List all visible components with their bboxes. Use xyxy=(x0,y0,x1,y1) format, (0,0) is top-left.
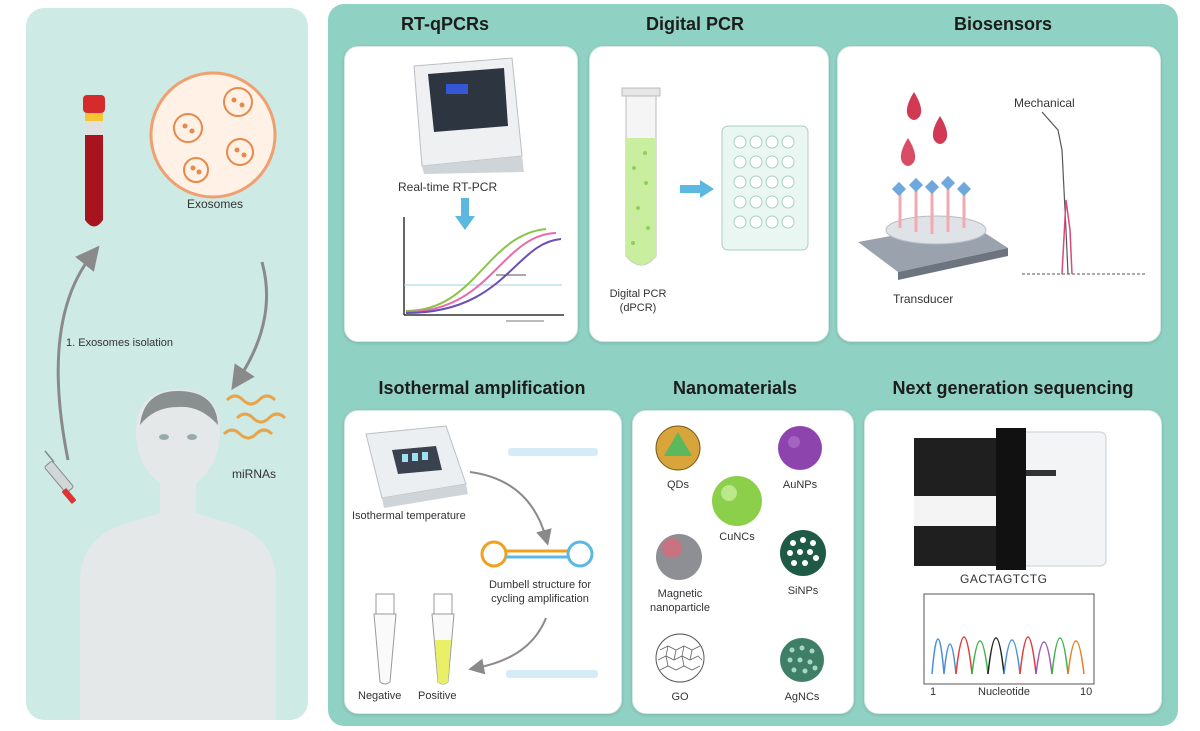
agncs-particle-icon xyxy=(780,638,824,682)
droplet-chip-icon xyxy=(721,125,809,251)
chromatogram-icon xyxy=(923,593,1095,685)
nano-label-magnetic: Magnetic nanoparticle xyxy=(650,588,710,614)
magnetic-particle-icon xyxy=(656,534,702,580)
dpcr-label-line1: Digital PCR xyxy=(609,288,667,300)
nano-label-qds: QDs xyxy=(667,479,689,491)
isothermal-temperature-label: Isothermal temperature xyxy=(352,510,466,522)
exosomes-label: Exosomes xyxy=(187,197,244,211)
mechanical-label: Mechanical xyxy=(1014,96,1075,110)
person-silhouette xyxy=(80,389,276,720)
aunps-particle-icon xyxy=(778,426,822,470)
blue-annotation-bottom xyxy=(506,670,598,678)
isothermal-device-icon xyxy=(365,425,468,508)
transducer-label: Transducer xyxy=(893,292,954,306)
qds-particle-icon xyxy=(655,425,701,471)
rtqpcr-title: RT-qPCRs xyxy=(400,14,489,34)
go-sheet-icon xyxy=(655,633,705,683)
nanomaterials-title: Nanomaterials xyxy=(672,378,798,398)
pcr-machine-icon xyxy=(413,57,524,174)
ngs-axis-label: Nucleotide xyxy=(978,686,1030,698)
signal-trace-icon xyxy=(1022,111,1146,275)
dpcr-tube-label: Digital PCR (dPCR) xyxy=(598,287,678,315)
isolation-label: 1. Exosomes isolation xyxy=(66,337,173,349)
test-tube-icon xyxy=(621,87,661,266)
isothermal-title: Isothermal amplification xyxy=(378,378,586,398)
dumbbell-structure-icon xyxy=(480,540,594,568)
mirna-icon xyxy=(222,394,287,440)
rtpcr-label: Real-time RT-PCR xyxy=(398,180,498,194)
nano-label-sinps: SiNPs xyxy=(787,585,819,597)
sinps-particle-icon xyxy=(780,530,826,576)
blue-annotation-top xyxy=(508,448,598,456)
biosensors-card xyxy=(837,46,1161,342)
cycle-arrows xyxy=(56,245,268,461)
cuncs-particle-icon xyxy=(712,476,762,526)
positive-label: Positive xyxy=(418,690,457,702)
dumbbell-label-line2: cycling amplification xyxy=(491,593,589,605)
biosensors-title: Biosensors xyxy=(953,14,1053,34)
negative-label: Negative xyxy=(358,690,402,702)
sequencer-icon xyxy=(914,428,1107,570)
mirnas-label: miRNAs xyxy=(232,467,276,481)
nano-label-cuncs: CuNCs xyxy=(719,531,755,543)
arrow-down-icon xyxy=(455,198,475,230)
nano-label-go: GO xyxy=(671,691,689,703)
nano-label-agncs: AgNCs xyxy=(784,691,820,703)
blood-tube-icon xyxy=(83,95,105,227)
blood-drops-icon xyxy=(900,92,948,166)
dpcr-title: Digital PCR xyxy=(645,14,744,34)
dumbbell-label-line1: Dumbell structure for xyxy=(488,579,592,591)
arrow-right-icon xyxy=(680,180,714,198)
ngs-title: Next generation sequencing xyxy=(892,378,1134,398)
sequence-label: GACTAGTCTG xyxy=(960,572,1048,586)
transducer-icon xyxy=(858,175,1008,280)
isothermal-arrows xyxy=(468,471,552,675)
ngs-axis-end: 10 xyxy=(1080,686,1093,698)
negative-tube-icon xyxy=(373,593,397,685)
ngs-axis-start: 1 xyxy=(930,686,937,698)
dumbbell-label: Dumbell structure for cycling amplificat… xyxy=(470,578,610,606)
dpcr-label-line2: (dPCR) xyxy=(619,302,657,314)
amplification-curve-plot xyxy=(403,217,564,322)
syringe-icon xyxy=(44,450,77,504)
positive-tube-icon xyxy=(431,593,455,685)
exosome-circle-icon xyxy=(149,71,277,199)
nano-label-aunps: AuNPs xyxy=(782,479,818,491)
